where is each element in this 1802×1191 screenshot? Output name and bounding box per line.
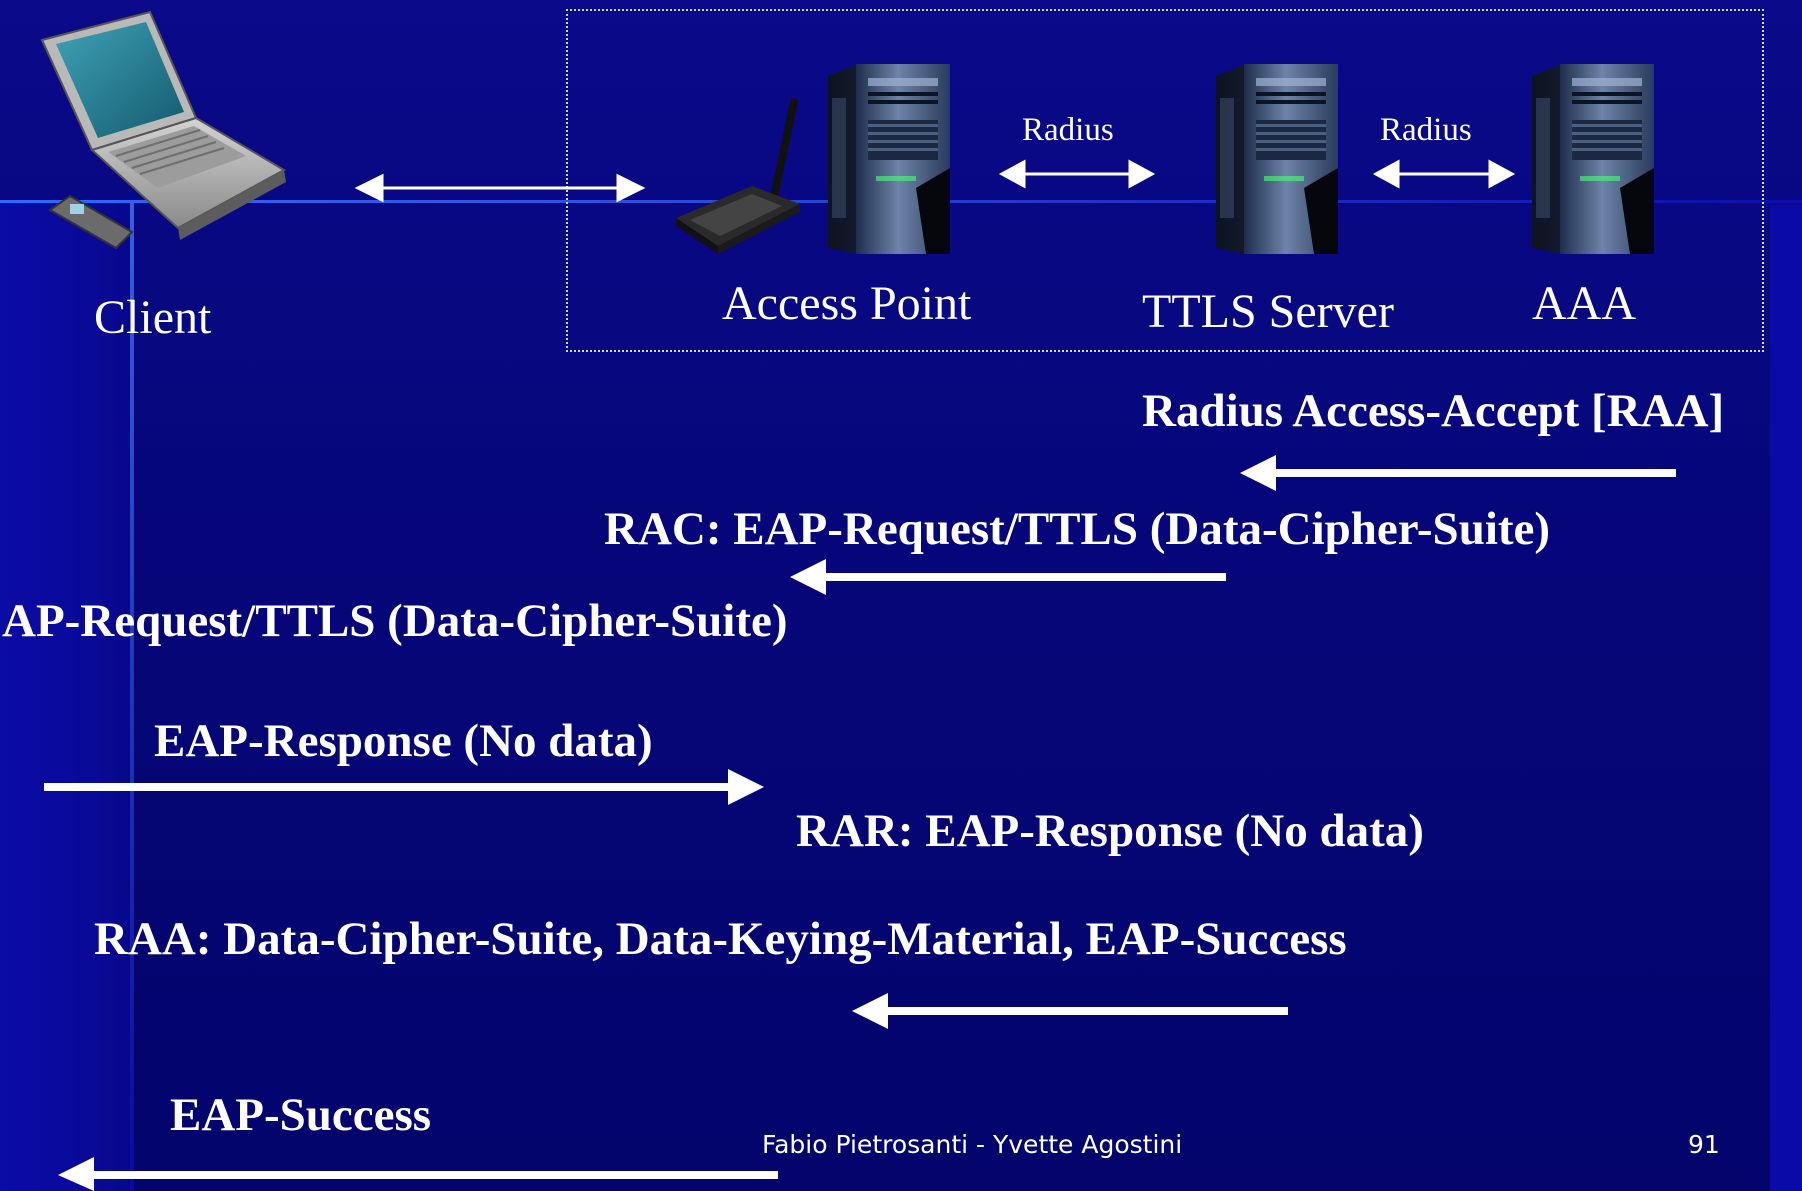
msg-arrow-rac [790, 559, 1226, 595]
access-point-label: Access Point [722, 277, 972, 330]
server-tower-icon [828, 64, 950, 254]
page-number: 91 [1688, 1130, 1720, 1159]
message-ap-request: AP-Request/TTLS (Data-Cipher-Suite) [2, 595, 788, 647]
ttls-aaa-link-arrow [1372, 159, 1516, 189]
message-raa-success: RAA: Data-Cipher-Suite, Data-Keying-Mate… [94, 913, 1347, 965]
radius-link-label: Radius [1022, 112, 1114, 148]
message-raa: Radius Access-Accept [RAA] [1142, 385, 1725, 437]
client-label: Client [94, 291, 212, 344]
laptop-icon [40, 10, 287, 250]
msg-arrow-raa-success [852, 993, 1288, 1029]
client-ap-link-arrow [354, 173, 646, 203]
message-eap-response: EAP-Response (No data) [154, 715, 653, 767]
footer-authors: Fabio Pietrosanti - Yvette Agostini [762, 1130, 1183, 1159]
right-decor-band [1770, 205, 1802, 1191]
server-tower-icon [1216, 64, 1338, 254]
ttls-server-label: TTLS Server [1142, 285, 1394, 338]
wireless-access-point-icon [676, 98, 800, 254]
message-rac: RAC: EAP-Request/TTLS (Data-Cipher-Suite… [604, 503, 1551, 555]
left-decor-band [0, 200, 132, 1191]
message-rar: RAR: EAP-Response (No data) [796, 805, 1424, 857]
msg-arrow-eap-response [44, 769, 764, 805]
network-boundary-box [566, 9, 1764, 352]
server-tower-icon [1532, 64, 1654, 254]
msg-arrow-eap-success [58, 1157, 778, 1191]
aaa-label: AAA [1532, 277, 1636, 330]
left-decor-edge [130, 200, 134, 1191]
radius-link-label: Radius [1380, 112, 1472, 148]
msg-arrow-raa [1240, 455, 1676, 491]
message-eap-success: EAP-Success [170, 1089, 432, 1141]
ap-ttls-link-arrow [998, 159, 1156, 189]
